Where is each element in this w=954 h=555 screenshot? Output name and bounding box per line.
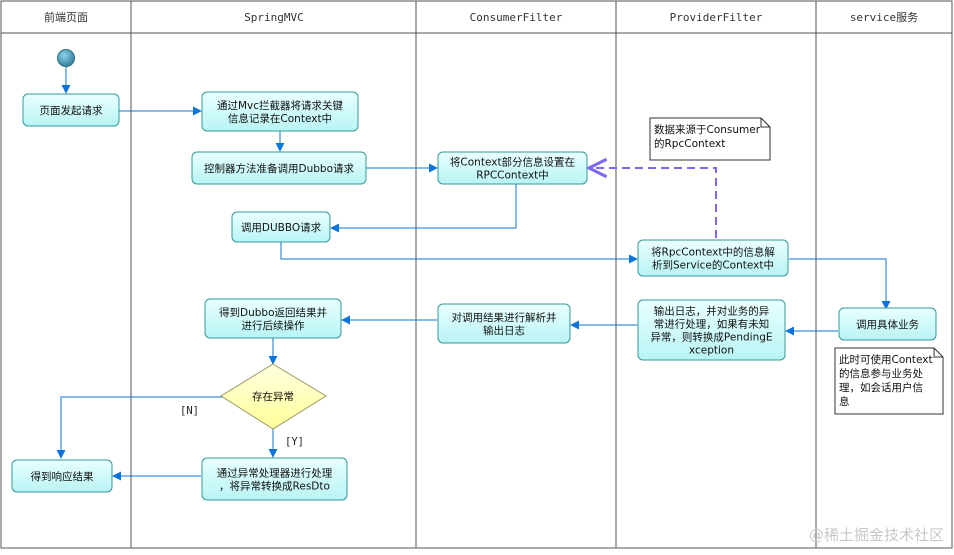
edge-call-dubbo-to-parse [280,242,638,264]
node-get-response: 得到响应结果 [11,459,113,493]
edge-label-no: [N] [180,405,199,417]
note-text-line: 的信息参与业务处 [839,367,923,380]
action-nodes: 页面发起请求 通过Mvc拦截器将请求关键信息记录在Context中控制器方法准备调… [11,91,937,501]
lane-title-consumer-filter: ConsumerFilter [470,11,563,24]
node-log-exception: 输出日志，并对业务的异常进行处理，如果有未知异常，则转换成PendingExce… [637,299,786,361]
node-text-line: 常进行处理，如果有未知 [654,318,770,331]
node-call-business: 调用具体业务 [838,307,937,341]
edge-set-context-to-call-dubbo [330,184,517,233]
note-link-dashed [589,168,717,238]
node-text-line: 输出日志，并对业务的异 [654,305,770,318]
node-text-line: 通过异常处理器进行处理 [217,467,333,480]
node-text-line: 析到Service的Context中 [652,259,774,272]
edges [56,67,891,481]
lane-title-frontend: 前端页面 [44,10,88,24]
node-text-line: 输出日志 [483,324,525,337]
edge-decision-no [56,396,222,459]
node-text-line: ，将异常转换成ResDto [219,480,330,493]
node-text-line: 得到Dubbo返回结果并 [219,306,327,319]
node-text-line: xception [689,345,734,357]
node-text-line: RPCContext中 [476,169,549,182]
node-text-line: 将Context部分信息设置在 [450,156,575,169]
node-text-line: 得到响应结果 [31,470,94,483]
edge-label-yes: [Y] [285,436,304,448]
node-exception-handler: 通过异常处理器进行处理，将异常转换成ResDto [201,457,348,501]
node-text-line: 将RpcContext中的信息解 [651,246,775,259]
node-text-line: 异常，则转换成PendingE [650,331,772,344]
node-page-request: 页面发起请求 [22,93,120,127]
lane-title-springmvc: SpringMVC [244,11,304,24]
node-text-line: 页面发起请求 [40,104,103,117]
note-text-line: 的RpcContext [654,137,725,150]
node-text-line: 调用DUBBO请求 [241,221,322,234]
node-text-line: 对调用结果进行解析并 [452,311,557,324]
edge-parse-to-business [789,258,891,310]
note-text-line: 数据来源于Consumer [654,123,761,136]
node-controller-prepare: 控制器方法准备调用Dubbo请求 [191,151,367,185]
note-text-line: 理，如会话用户信 [839,381,923,394]
note-text-line: 此时可使用Context [839,353,933,366]
decision-label: 存在异常 [252,390,294,403]
node-call-dubbo: 调用DUBBO请求 [231,211,331,243]
node-text-line: 信息记录在Context中 [228,112,332,125]
note-text-line: 息 [839,395,850,408]
decision-exists-exception: 存在异常 [220,363,327,430]
lane-title-service: service服务 [850,11,918,24]
start-node [57,49,75,67]
lane-title-provider-filter: ProviderFilter [670,11,763,24]
node-text-line: 调用具体业务 [856,318,919,331]
watermark: @稀土掘金技术社区 [809,526,944,544]
node-text-line: 通过Mvc拦截器将请求关键 [217,99,344,112]
node-text-line: 控制器方法准备调用Dubbo请求 [204,162,354,175]
node-text-line: 进行后续操作 [242,319,305,332]
